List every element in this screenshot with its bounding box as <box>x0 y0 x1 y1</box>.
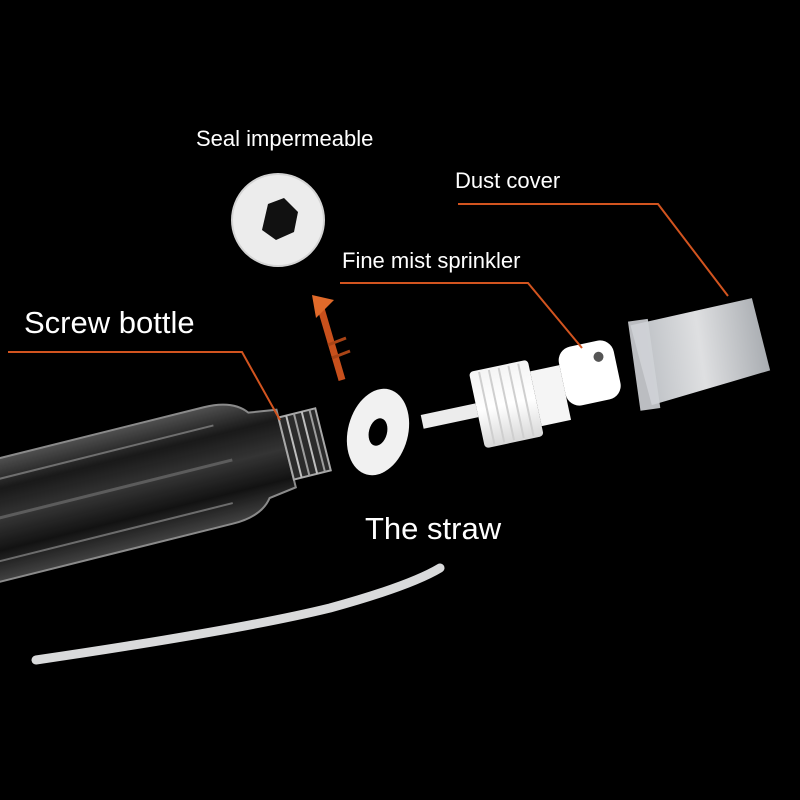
leader-lines <box>8 203 729 421</box>
seal-impermeable-label: Seal impermeable <box>196 126 374 151</box>
leader-line-bottle <box>8 351 281 421</box>
straw-label: The straw <box>365 511 502 546</box>
dust-cover-part <box>627 298 771 411</box>
dust-cover-label: Dust cover <box>455 168 561 193</box>
up-arrow-icon <box>312 295 351 381</box>
leader-line-dust-cover <box>458 203 729 297</box>
seal-impermeable-part <box>231 173 325 267</box>
straw-part <box>31 563 445 665</box>
screw-bottle <box>0 403 332 588</box>
fine-mist-sprinkler-part <box>420 340 621 448</box>
fine-mist-sprinkler-label: Fine mist sprinkler <box>342 248 521 273</box>
screw-bottle-label: Screw bottle <box>24 305 195 340</box>
leader-line-sprinkler <box>340 282 583 349</box>
seal-washer <box>346 388 410 476</box>
